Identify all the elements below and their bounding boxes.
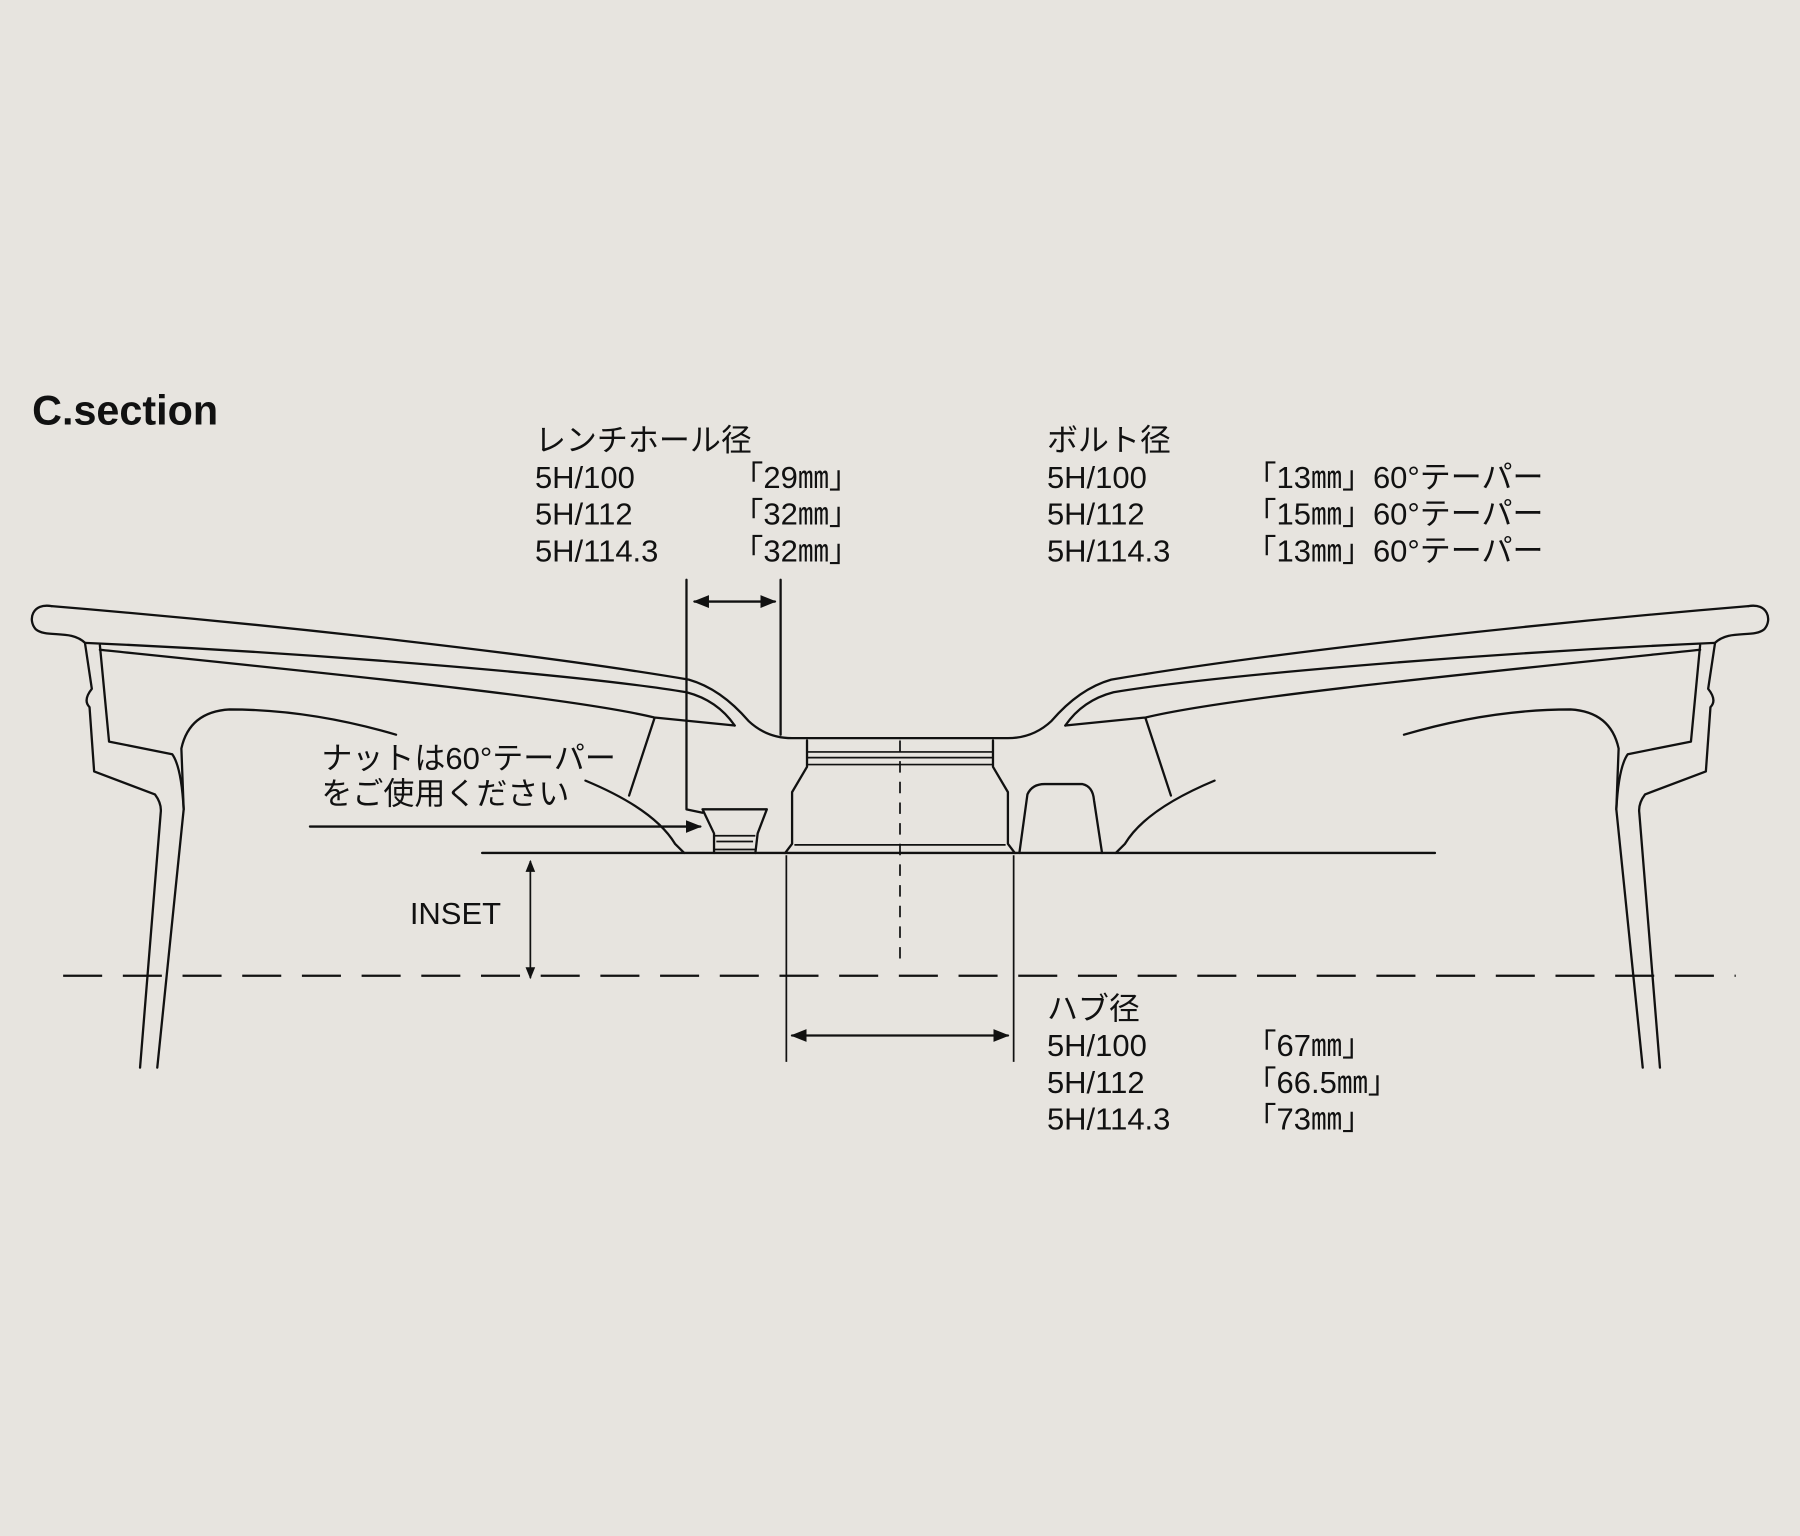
nut-note-line2: をご使用ください (321, 777, 569, 812)
svg-text:「29㎜」: 「29㎜」 (732, 460, 859, 495)
svg-text:「13㎜」60°テーパー: 「13㎜」60°テーパー (1246, 460, 1544, 495)
svg-text:5H/100: 5H/100 (535, 460, 635, 495)
svg-text:5H/114.3: 5H/114.3 (1047, 1102, 1170, 1137)
svg-text:5H/114.3: 5H/114.3 (1047, 533, 1170, 568)
svg-text:「73㎜」: 「73㎜」 (1246, 1102, 1373, 1137)
svg-text:5H/112: 5H/112 (1047, 497, 1145, 532)
hub-spec: ハブ径 5H/100 「67㎜」 5H/112 「66.5㎜」 5H/114.3… (1047, 991, 1399, 1136)
inset-label: INSET (410, 896, 501, 931)
bolt-spec: ボルト径 5H/100 「13㎜」60°テーパー 5H/112 「15㎜」60°… (1047, 423, 1544, 568)
svg-text:「66.5㎜」: 「66.5㎜」 (1246, 1065, 1399, 1100)
wrench-hole-spec: レンチホール径 5H/100 「29㎜」 5H/112 「32㎜」 5H/114… (535, 423, 860, 568)
svg-text:5H/100: 5H/100 (1047, 460, 1147, 495)
svg-text:ボルト径: ボルト径 (1047, 423, 1171, 458)
lug-boss (1018, 782, 1104, 855)
svg-text:「67㎜」: 「67㎜」 (1246, 1028, 1373, 1063)
svg-text:5H/112: 5H/112 (535, 497, 633, 532)
wheel-half-profile (30, 604, 902, 1069)
svg-text:「32㎜」: 「32㎜」 (732, 497, 859, 532)
bolt-hole (685, 578, 782, 855)
svg-text:「13㎜」60°テーパー: 「13㎜」60°テーパー (1246, 533, 1544, 568)
section-title: C.section (32, 388, 218, 434)
svg-text:5H/100: 5H/100 (1047, 1028, 1147, 1063)
svg-text:5H/114.3: 5H/114.3 (535, 533, 658, 568)
svg-text:5H/112: 5H/112 (1047, 1065, 1145, 1100)
svg-text:「32㎜」: 「32㎜」 (732, 533, 859, 568)
svg-text:レンチホール径: レンチホール径 (535, 423, 752, 458)
svg-text:ハブ径: ハブ径 (1047, 991, 1140, 1026)
nut-note-line1: ナットは60°テーパー (321, 741, 615, 776)
svg-text:「15㎜」60°テーパー: 「15㎜」60°テーパー (1246, 497, 1544, 532)
